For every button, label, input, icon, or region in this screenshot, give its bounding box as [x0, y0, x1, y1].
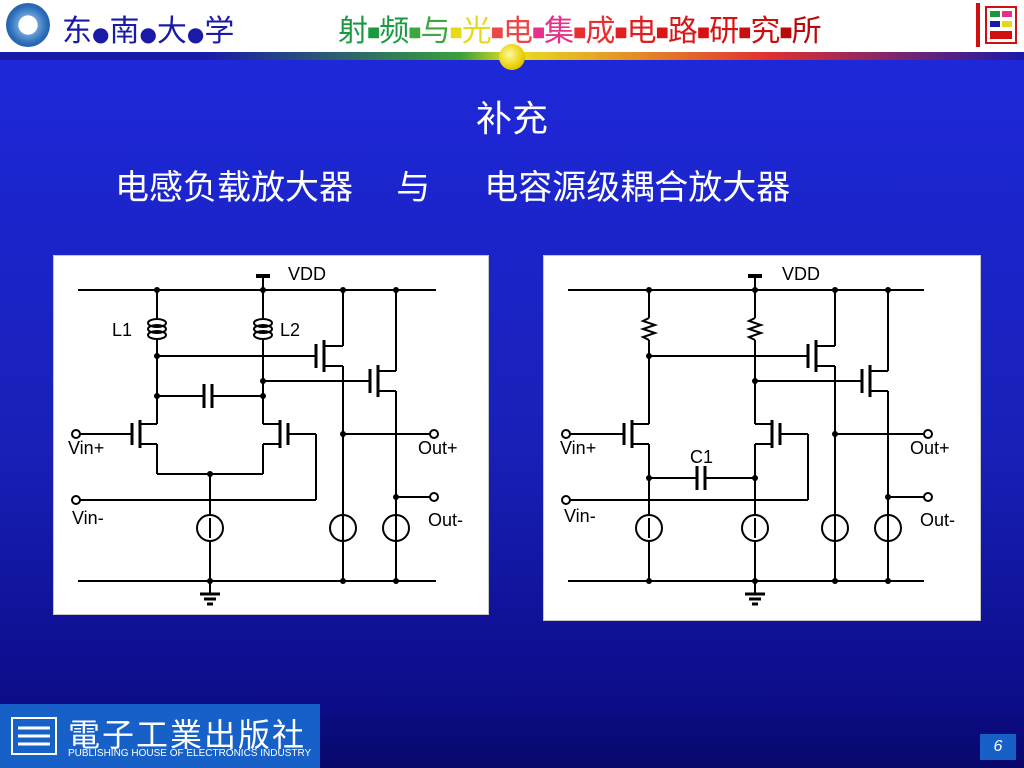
institute-char: 成: [585, 14, 615, 49]
vin-minus-label: Vin-: [564, 506, 596, 526]
vin-plus-terminal: [561, 429, 571, 439]
institute-char: 路: [667, 14, 698, 49]
separator-square-icon: ■: [367, 24, 380, 41]
institute-char: 与: [420, 14, 450, 49]
university-logo: [6, 3, 50, 47]
institute-char: 光: [461, 14, 492, 49]
out-plus-terminal: [923, 429, 933, 439]
follower-current-source-1: [821, 514, 849, 542]
institute-char: 所: [791, 14, 822, 49]
vin-minus-terminal: [561, 495, 571, 505]
vdd-label: VDD: [782, 264, 820, 284]
institute-logo: [976, 3, 1017, 47]
vdd-label: VDD: [288, 264, 326, 284]
publisher-name: 電子工業出版社: [68, 716, 307, 754]
separator-square-icon: ■: [408, 24, 421, 41]
university-char: 南: [109, 14, 140, 49]
page-number: 6: [980, 734, 1016, 760]
university-char: 大: [156, 14, 187, 49]
l1-label: L1: [112, 320, 132, 340]
vin-plus-terminal: [71, 429, 81, 439]
university-char: 学: [204, 14, 235, 49]
institute-char: 电: [502, 14, 533, 49]
separator-square-icon: ■: [779, 24, 792, 41]
capacitive-coupling-circuit: VDD C1: [543, 255, 981, 621]
publisher-banner: 電子工業出版社 PUBLISHING HOUSE OF ELECTRONICS …: [0, 704, 320, 768]
slide-subtitle: 电感负载放大器 与 电容源级耦合放大器: [115, 160, 790, 209]
out-plus-terminal: [429, 429, 439, 439]
vin-plus-label: Vin+: [560, 438, 596, 458]
l2-label: L2: [280, 320, 300, 340]
out-minus-terminal: [429, 492, 439, 502]
separator-square-icon: ■: [531, 24, 545, 41]
vin-minus-label: Vin-: [72, 508, 104, 528]
follower-current-source-2: [874, 514, 902, 542]
c1-label: C1: [690, 447, 713, 467]
separator-square-icon: ■: [696, 24, 710, 41]
separator-square-icon: ■: [573, 24, 586, 41]
slide-header: 东●南●大●学 射■频■与■光■电■集■成■电■路■研■究■所: [0, 0, 1024, 52]
separator-square-icon: ■: [614, 24, 627, 41]
institute-name: 射■频■与■光■电■集■成■电■路■研■究■所: [338, 6, 822, 50]
university-name: 东●南●大●学: [62, 14, 235, 49]
inductor-l2: [253, 318, 273, 340]
out-plus-label: Out+: [418, 438, 458, 458]
subtitle-right: 电容源级耦合放大器: [484, 168, 791, 208]
load-resistor-1: [639, 317, 659, 341]
institute-char: 频: [379, 14, 409, 49]
university-char: 东: [62, 14, 92, 49]
institute-char: 究: [750, 14, 780, 49]
out-minus-label: Out-: [428, 510, 463, 530]
separator-square-icon: ■: [449, 24, 462, 41]
load-resistor-2: [745, 317, 765, 341]
follower-current-source-2: [382, 514, 410, 542]
publisher-logo-icon: [11, 717, 57, 755]
decorative-ball: [499, 44, 525, 70]
out-plus-label: Out+: [910, 438, 950, 458]
slide-title: 补充: [475, 99, 548, 140]
institute-char: 电: [626, 14, 657, 49]
inductor-l1: [147, 318, 167, 340]
vin-minus-terminal: [71, 495, 81, 505]
out-minus-terminal: [923, 492, 933, 502]
separator-square-icon: ■: [655, 24, 669, 41]
subtitle-mid: 与: [396, 168, 431, 208]
separator-square-icon: ■: [490, 24, 504, 41]
vin-plus-label: Vin+: [68, 438, 104, 458]
institute-char: 研: [709, 14, 739, 49]
out-minus-label: Out-: [920, 510, 955, 530]
follower-current-source-1: [329, 514, 357, 542]
institute-char: 集: [544, 14, 574, 49]
publisher-name-en: PUBLISHING HOUSE OF ELECTRONICS INDUSTRY: [68, 748, 312, 759]
separator-square-icon: ■: [738, 24, 751, 41]
subtitle-left: 电感负载放大器: [115, 168, 353, 208]
inductive-load-circuit: VDD L1 L2: [53, 255, 489, 615]
institute-char: 射: [338, 14, 368, 49]
